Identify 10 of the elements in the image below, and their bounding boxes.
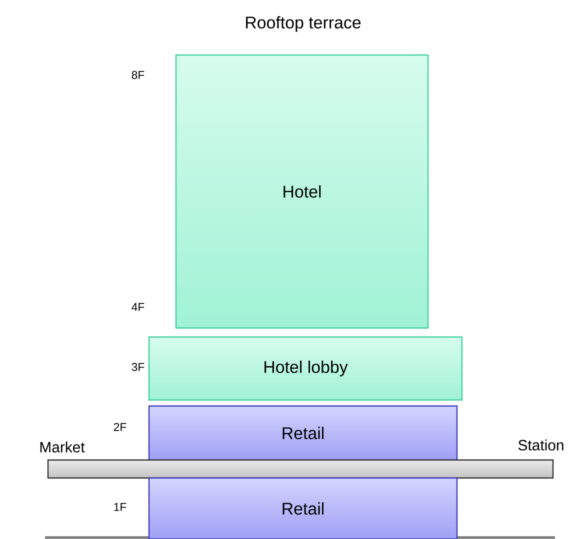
concourse-bar <box>47 459 554 479</box>
floor-label: 1F <box>114 503 126 511</box>
place-label: Station <box>518 440 564 450</box>
retail-block: Retail <box>148 405 458 461</box>
floor-label: 4F <box>132 303 144 311</box>
floor-label: 8F <box>132 70 144 80</box>
title: Rooftop terrace <box>246 16 361 32</box>
floor-label: 2F <box>114 422 126 431</box>
lobby-block: Hotel lobby <box>148 336 463 401</box>
hotel-block: Hotel <box>175 54 429 329</box>
